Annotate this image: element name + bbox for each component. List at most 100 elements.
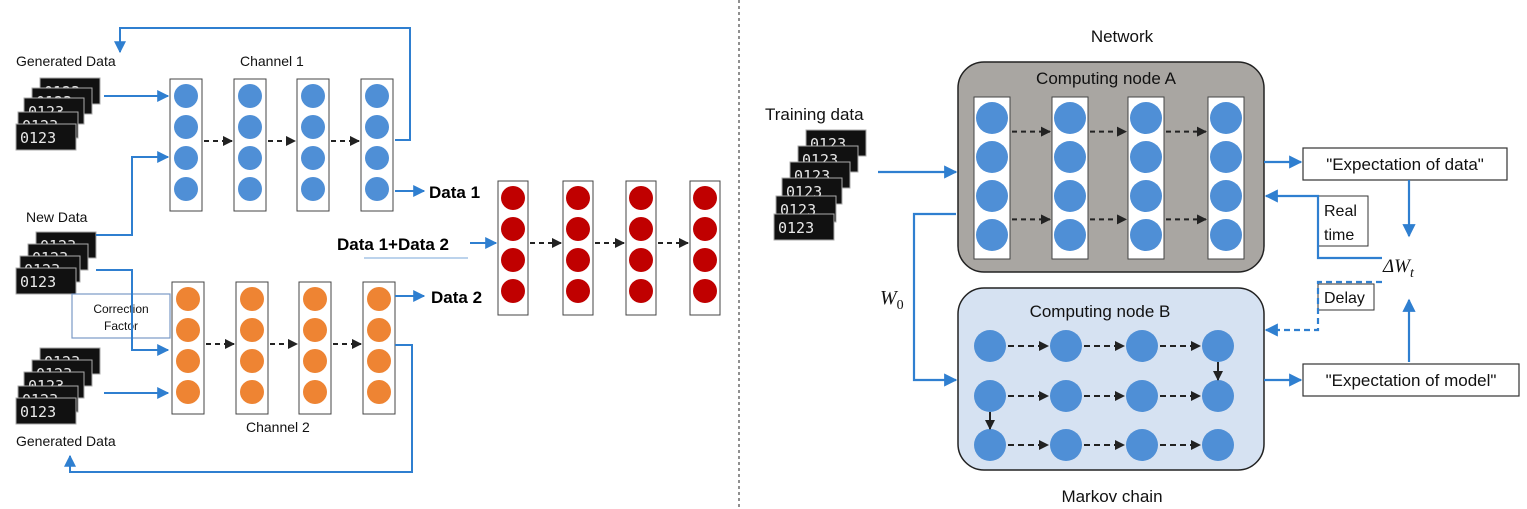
markov-state-node xyxy=(974,380,1006,412)
channel-2-neuron xyxy=(240,349,264,373)
generated-data-bottom-label: Generated Data xyxy=(16,433,116,449)
channel-2-neuron xyxy=(240,380,264,404)
expectation-of-data-box: "Expectation of data" xyxy=(1302,147,1508,181)
correction-factor-box: Correction Factor xyxy=(71,293,171,339)
node-a-neuron xyxy=(976,219,1008,251)
node-a-neuron xyxy=(1054,102,1086,134)
merged-neuron xyxy=(501,217,525,241)
node-a-neuron xyxy=(1210,180,1242,212)
markov-state-node xyxy=(1126,380,1158,412)
channel-1-neuron xyxy=(301,146,325,170)
channel-1-neuron xyxy=(301,115,325,139)
computing-node-b-label: Computing node B xyxy=(1030,302,1171,321)
channel-2-neuron xyxy=(367,349,391,373)
expectation-of-model-box: "Expectation of model" xyxy=(1302,363,1520,397)
markov-state-node xyxy=(1202,380,1234,412)
delay-box: Delay xyxy=(1317,283,1375,311)
delta-w-label: ΔWt xyxy=(1382,256,1415,281)
expectation-of-model-label: "Expectation of model" xyxy=(1326,371,1497,390)
merged-neuron xyxy=(629,248,653,272)
mnist-stack-bottom-icon xyxy=(15,347,101,425)
channel-1-neuron xyxy=(238,146,262,170)
merged-neuron xyxy=(693,186,717,210)
generated-data-top-label: Generated Data xyxy=(16,53,116,69)
delay-label: Delay xyxy=(1324,290,1365,307)
real-time-box: Real time xyxy=(1317,195,1369,247)
merged-neuron xyxy=(693,217,717,241)
channel-1-neuron xyxy=(365,115,389,139)
merged-neuron xyxy=(501,248,525,272)
channel-2-neuron xyxy=(303,380,327,404)
node-a-network xyxy=(973,96,1245,260)
merged-neuron xyxy=(501,186,525,210)
channel-1-neuron xyxy=(365,84,389,108)
channel-1-neuron xyxy=(365,177,389,201)
markov-state-node xyxy=(1050,330,1082,362)
markov-state-node xyxy=(1202,429,1234,461)
merged-neuron xyxy=(693,248,717,272)
channel-1-neuron xyxy=(301,84,325,108)
merged-network xyxy=(497,180,721,316)
merged-neuron xyxy=(501,279,525,303)
markov-state-node xyxy=(1126,429,1158,461)
channel-1-neuron xyxy=(174,177,198,201)
channel-2-neuron xyxy=(240,287,264,311)
w0-label: W0 xyxy=(880,287,904,313)
merged-neuron xyxy=(629,279,653,303)
channel-2-neuron xyxy=(303,349,327,373)
channel-2-neuron xyxy=(240,318,264,342)
channel-1-label: Channel 1 xyxy=(240,53,304,69)
markov-state-node xyxy=(1050,429,1082,461)
markov-state-node xyxy=(1202,330,1234,362)
data-1-plus-2-label: Data 1+Data 2 xyxy=(337,235,449,254)
merged-neuron xyxy=(566,279,590,303)
computing-node-a-label: Computing node A xyxy=(1036,69,1177,88)
merged-neuron xyxy=(693,279,717,303)
correction-factor-line2: Factor xyxy=(104,319,138,333)
channel-1-network xyxy=(169,78,394,212)
network-title: Network xyxy=(1091,27,1154,46)
node-a-neuron xyxy=(1130,102,1162,134)
channel-2-label: Channel 2 xyxy=(246,419,310,435)
node-a-neuron xyxy=(1210,219,1242,251)
real-time-line2: time xyxy=(1324,227,1354,244)
markov-state-node xyxy=(974,429,1006,461)
left-connectors xyxy=(64,27,498,473)
node-a-neuron xyxy=(1054,180,1086,212)
channel-1-neuron xyxy=(238,84,262,108)
node-a-neuron xyxy=(1054,219,1086,251)
node-a-neuron xyxy=(1130,180,1162,212)
channel-2-neuron xyxy=(303,318,327,342)
channel-2-neuron xyxy=(176,287,200,311)
markov-state-node xyxy=(1126,330,1158,362)
channel-1-neuron xyxy=(174,115,198,139)
node-a-neuron xyxy=(976,180,1008,212)
channel-1-neuron xyxy=(365,146,389,170)
data-1-label: Data 1 xyxy=(429,183,480,202)
channel-2-neuron xyxy=(303,287,327,311)
training-data-label: Training data xyxy=(765,105,864,124)
markov-chain-label: Markov chain xyxy=(1061,487,1162,506)
mnist-stack-middle-icon xyxy=(15,231,97,295)
merged-neuron xyxy=(566,248,590,272)
node-a-neuron xyxy=(1210,102,1242,134)
markov-state-node xyxy=(1050,380,1082,412)
channel-1-neuron xyxy=(238,177,262,201)
left-panel: Generated Data Channel 1 New Data Correc… xyxy=(15,27,721,473)
channel-2-neuron xyxy=(176,380,200,404)
channel-1-neuron xyxy=(174,84,198,108)
channel-2-neuron xyxy=(176,318,200,342)
new-data-label: New Data xyxy=(26,209,88,225)
channel-1-neuron xyxy=(238,115,262,139)
markov-state-node xyxy=(974,330,1006,362)
channel-2-neuron xyxy=(367,380,391,404)
channel-2-neuron xyxy=(176,349,200,373)
mnist-stack-training-icon xyxy=(773,129,867,241)
channel-1-neuron xyxy=(174,146,198,170)
node-b-markov-chain xyxy=(974,330,1234,461)
node-a-neuron xyxy=(1130,141,1162,173)
node-a-neuron xyxy=(1054,141,1086,173)
merged-neuron xyxy=(566,217,590,241)
right-panel: Network Computing node A Training data C… xyxy=(765,27,1520,506)
